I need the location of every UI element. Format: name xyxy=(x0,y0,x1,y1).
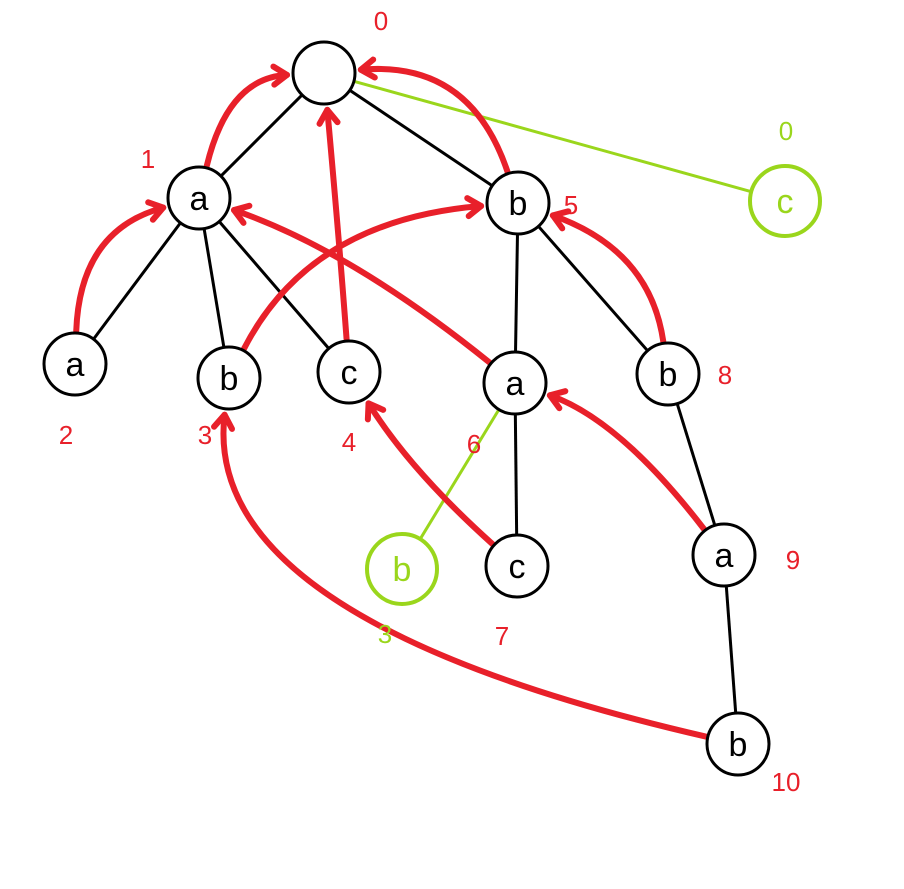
node-circle xyxy=(484,533,550,599)
arrowhead xyxy=(364,400,387,423)
arrowhead xyxy=(211,411,235,432)
trie-node: b xyxy=(705,711,771,777)
node-letter: a xyxy=(190,180,209,218)
node-circle xyxy=(691,522,757,588)
aux-node-letter: b xyxy=(393,551,412,589)
trie-node: b xyxy=(485,170,551,236)
arrowhead xyxy=(145,199,167,223)
aux-edge xyxy=(353,79,752,194)
aux-edge xyxy=(418,408,501,540)
tree-edge xyxy=(513,413,519,536)
fail-links xyxy=(73,56,709,740)
fail-link xyxy=(546,392,707,532)
node-circle xyxy=(485,170,551,236)
arrowhead xyxy=(270,63,291,88)
trie-node: c xyxy=(484,533,550,599)
node-index: 8 xyxy=(718,360,732,390)
fail-link xyxy=(324,106,350,343)
node-index: 10 xyxy=(772,767,801,797)
aux-node: c xyxy=(748,164,822,238)
tree-edge xyxy=(724,585,738,714)
trie-node xyxy=(291,40,357,106)
node-circle xyxy=(291,40,357,106)
node-letter: c xyxy=(341,354,358,392)
node-circle xyxy=(316,339,382,405)
tree-edge xyxy=(675,403,717,526)
node-index: 4 xyxy=(342,427,356,457)
node-index: 0 xyxy=(374,6,388,36)
node-letter: b xyxy=(220,360,239,398)
tree-edge xyxy=(537,225,649,352)
trie-node: a xyxy=(482,350,548,416)
node-index: 1 xyxy=(141,144,155,174)
aux-node-index: 0 xyxy=(779,116,793,146)
node-circle xyxy=(166,165,232,231)
aux-node-circle xyxy=(365,532,439,606)
arrowhead xyxy=(230,202,253,226)
fail-link xyxy=(549,212,667,345)
node-circle xyxy=(705,711,771,777)
fail-link xyxy=(73,204,167,335)
tree-edge xyxy=(92,221,182,341)
node-letter: a xyxy=(66,346,85,384)
node-index: 2 xyxy=(59,420,73,450)
trie-node: b xyxy=(635,341,701,407)
arrowhead xyxy=(546,388,569,412)
trie-node: c xyxy=(316,339,382,405)
aux-node-letter: c xyxy=(777,183,794,221)
node-circle xyxy=(42,331,108,397)
aux-node-index: 3 xyxy=(378,619,392,649)
fail-link xyxy=(220,411,709,740)
tree-edges xyxy=(92,89,738,714)
node-circle xyxy=(196,345,262,411)
tree-edge xyxy=(202,228,226,348)
fail-link xyxy=(357,65,511,175)
trie-node: a xyxy=(166,165,232,231)
node-index: 9 xyxy=(786,545,800,575)
arrowhead xyxy=(316,106,341,127)
tree-edge xyxy=(348,89,494,187)
node-letter: b xyxy=(729,726,748,764)
node-letter: b xyxy=(659,356,678,394)
node-circle xyxy=(482,350,548,416)
node-index: 7 xyxy=(495,621,509,651)
aux-node-circle xyxy=(748,164,822,238)
aux-node: b xyxy=(365,532,439,606)
node-letter: a xyxy=(715,537,734,575)
tree-edge xyxy=(219,93,304,178)
node-index: 3 xyxy=(198,420,212,450)
node-index: 5 xyxy=(564,190,578,220)
trie-node: b xyxy=(196,345,262,411)
tree-edge xyxy=(514,233,519,353)
aux-edges xyxy=(353,79,752,540)
fail-link xyxy=(230,207,493,366)
arrowhead xyxy=(464,195,485,220)
fail-link xyxy=(241,203,485,352)
tree-edge xyxy=(218,220,330,350)
node-index: 6 xyxy=(467,429,481,459)
fail-link xyxy=(203,71,291,169)
node-circle xyxy=(635,341,701,407)
trie-node: a xyxy=(42,331,108,397)
node-letter: b xyxy=(509,185,528,223)
node-letter: a xyxy=(506,365,525,403)
arrowhead xyxy=(357,56,378,81)
fail-link xyxy=(365,400,496,547)
trie-node: a xyxy=(691,522,757,588)
node-letter: c xyxy=(509,548,526,586)
arrowhead xyxy=(549,208,572,232)
